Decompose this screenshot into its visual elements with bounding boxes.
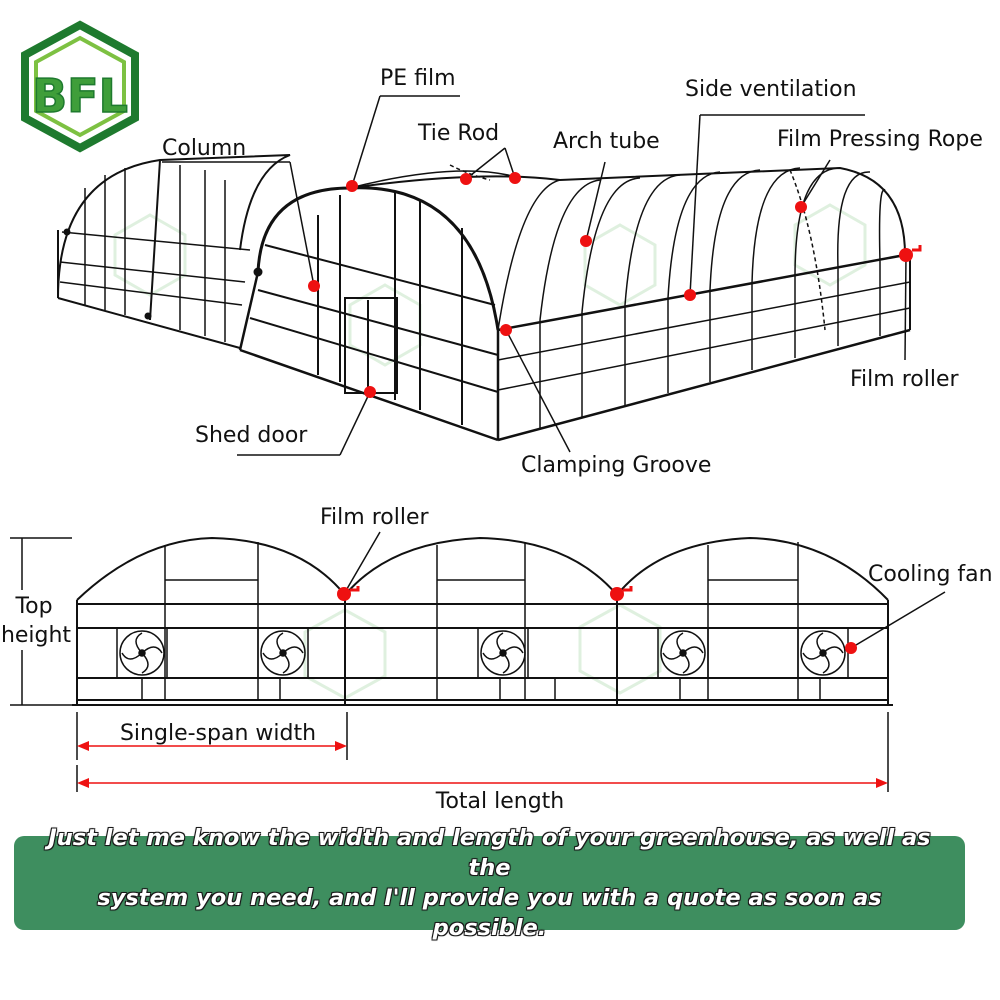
label-cooling-fan: Cooling fan xyxy=(868,562,993,587)
fan-icon xyxy=(116,627,168,679)
dimension-lines xyxy=(10,537,889,792)
label-film-pressing-rope: Film Pressing Rope xyxy=(777,127,983,152)
banner-line-1: Just let me know the width and length of… xyxy=(48,825,931,881)
markers-bottom xyxy=(337,586,857,654)
label-side-ventilation: Side ventilation xyxy=(685,77,857,102)
cooling-fans xyxy=(116,627,849,679)
fan-icon xyxy=(477,627,529,679)
quote-banner: Just let me know the width and length of… xyxy=(14,825,965,941)
fan-icon xyxy=(257,627,309,679)
fan-icon xyxy=(797,627,849,679)
banner-text: Just let me know the width and length of… xyxy=(40,823,940,943)
label-shed-door: Shed door xyxy=(195,423,308,448)
marker-column xyxy=(308,280,320,292)
label-clamping-groove: Clamping Groove xyxy=(521,453,711,478)
leader-lines-top xyxy=(162,95,907,456)
label-pe-film: PE film xyxy=(380,66,456,91)
marker-arch-tube xyxy=(580,235,592,247)
marker-film-roller-top xyxy=(899,248,913,262)
label-tie-rod: Tie Rod xyxy=(417,121,499,146)
marker-tie-rod-1 xyxy=(460,173,472,185)
marker-pe-film xyxy=(346,180,358,192)
marker-shed-door xyxy=(364,386,376,398)
marker-film-roller-bottom-2 xyxy=(610,587,624,601)
label-top-height-line2: height xyxy=(1,623,71,648)
labels-top: PE film Tie Rod Column Arch tube Side ve… xyxy=(162,66,983,478)
greenhouse-elevation xyxy=(72,536,893,706)
marker-side-ventilation xyxy=(684,289,696,301)
marker-tie-rod-2 xyxy=(509,172,521,184)
marker-film-roller-bottom-1 xyxy=(337,587,351,601)
marker-cooling-fan xyxy=(845,642,857,654)
markers-top xyxy=(308,172,922,398)
greenhouse-3d xyxy=(57,154,911,442)
logo-text: BFL xyxy=(32,69,128,123)
marker-clamping-groove xyxy=(500,324,512,336)
labels-bottom: Film roller Cooling fan Top height Singl… xyxy=(1,505,993,814)
label-top-height-line1: Top xyxy=(14,594,52,619)
label-single-span-width: Single-span width xyxy=(120,721,316,746)
bfl-logo: BFL xyxy=(21,20,139,153)
label-column: Column xyxy=(162,136,246,161)
banner-line-2: system you need, and I'll provide you wi… xyxy=(97,885,882,941)
label-arch-tube: Arch tube xyxy=(553,129,660,154)
label-film-roller-bottom: Film roller xyxy=(320,505,429,530)
label-film-roller-top: Film roller xyxy=(850,367,959,392)
label-total-length: Total length xyxy=(435,789,565,814)
leader-lines-bottom xyxy=(343,531,946,649)
fan-icon xyxy=(657,627,709,679)
marker-film-pressing-rope xyxy=(795,201,807,213)
